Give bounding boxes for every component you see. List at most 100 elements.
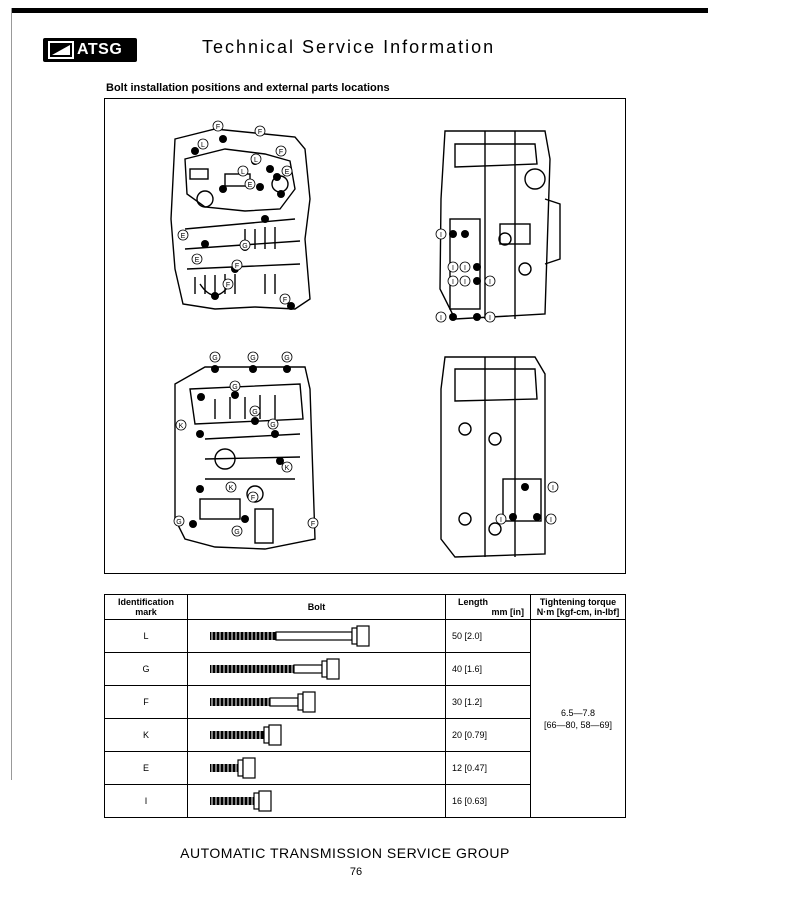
callout-label: I [440, 232, 442, 239]
table-row: L 50 [2.0] 6.5—7.8 [66—80, 58—69] [104, 619, 626, 818]
valve-body-diagram: F F L F L E L E E G E F F F I I I I I [104, 98, 626, 574]
lower-left-valve-body [174, 366, 316, 550]
torque-nm: 6.5—7.8 [560, 707, 596, 718]
callout-label: K [229, 485, 234, 492]
row-mark: K [104, 718, 188, 752]
callout-label: K [285, 465, 290, 472]
callout-labels: F F L F L E L E E G E F F F I I I I I [173, 120, 559, 537]
left-margin-rule [11, 8, 12, 780]
footer-title: AUTOMATIC TRANSMISSION SERVICE GROUP [180, 845, 510, 861]
table-row: K 20 [0.79] [104, 718, 626, 752]
callout-label: F [283, 297, 287, 304]
callout-label: G [232, 384, 237, 391]
callout-group-right-bottom: I I I [495, 481, 559, 525]
upper-right-valve-body [439, 130, 561, 320]
header-id-line2: mark [135, 607, 157, 617]
valve-body-illustration: F F L F L E L E E G E F F F I I I I I [170, 120, 561, 558]
row-length: 30 [1.2] [445, 685, 531, 719]
callout-label: G [284, 355, 289, 362]
callout-label: F [311, 521, 315, 528]
callout-label: F [226, 282, 230, 289]
header-torque-line1: Tightening torque [539, 597, 617, 607]
callout-label: I [464, 265, 466, 272]
header-id-line1: Identification [118, 597, 174, 607]
torque-value-cell: 6.5—7.8 [66—80, 58—69] [530, 619, 626, 818]
bolt-drawing-cell [187, 751, 446, 785]
callout-label: E [285, 169, 290, 176]
callout-label: I [552, 485, 554, 492]
lower-right-valve-body [440, 356, 546, 558]
table-row: F 30 [1.2] [104, 685, 626, 719]
bolt-g-icon [210, 658, 340, 680]
torque-kgf-inlbf: [66—80, 58—69] [543, 719, 613, 730]
bolt-spec-table: Identification mark Bolt Length mm [in] … [104, 594, 626, 818]
callout-label: F [235, 263, 239, 270]
table-row: I 16 [0.63] [104, 784, 626, 818]
callout-label: G [242, 243, 247, 250]
callout-label: L [201, 142, 205, 149]
bolt-markers [189, 135, 541, 528]
callout-label: G [250, 355, 255, 362]
callout-label: G [270, 422, 275, 429]
page-number: 76 [349, 866, 363, 878]
table-row: G 40 [1.6] [104, 652, 626, 686]
table-header-row: Identification mark Bolt Length mm [in] … [104, 594, 626, 620]
header-length-line2: mm [in] [491, 607, 525, 617]
bolt-drawing-cell [187, 619, 446, 653]
header-bolt: Bolt [187, 594, 446, 620]
callout-label: I [489, 315, 491, 322]
row-mark: G [104, 652, 188, 686]
callout-label: K [179, 423, 184, 430]
row-length: 20 [0.79] [445, 718, 531, 752]
callout-label: F [258, 129, 262, 136]
atsg-logo: ATSG [43, 38, 137, 62]
callout-label: F [279, 149, 283, 156]
callout-label: L [254, 157, 258, 164]
header-length: Length mm [in] [445, 594, 531, 620]
callout-label: E [248, 182, 253, 189]
bolt-drawing-cell [187, 652, 446, 686]
bolt-f-icon [210, 691, 316, 713]
callout-label: G [176, 519, 181, 526]
bolt-drawing-cell [187, 784, 446, 818]
bolt-i-icon [210, 790, 272, 812]
row-length: 40 [1.6] [445, 652, 531, 686]
row-length: 16 [0.63] [445, 784, 531, 818]
callout-group-left-bottom: G G G G G K G K K F G G F [173, 351, 319, 537]
top-rule [12, 8, 708, 13]
callout-label: I [489, 279, 491, 286]
row-mark: F [104, 685, 188, 719]
section-title: Bolt installation positions and external… [106, 82, 390, 94]
logo-text: ATSG [77, 41, 123, 58]
row-mark: E [104, 751, 188, 785]
callout-label: E [195, 257, 200, 264]
page-header-title: Technical Service Information [202, 37, 496, 57]
callout-label: I [440, 315, 442, 322]
bolt-drawing-cell [187, 685, 446, 719]
header-tightening-torque: Tightening torque N·m [kgf-cm, in-lbf] [530, 594, 626, 620]
upper-left-valve-body [170, 128, 311, 310]
callout-label: I [550, 517, 552, 524]
callout-label: E [181, 233, 186, 240]
row-length: 12 [0.47] [445, 751, 531, 785]
row-mark: I [104, 784, 188, 818]
logo-emblem-icon [48, 41, 74, 59]
callout-label: G [252, 409, 257, 416]
callout-label: F [251, 495, 255, 502]
callout-label: G [234, 529, 239, 536]
callout-label: I [500, 517, 502, 524]
header-length-line1: Length [458, 597, 488, 607]
callout-label: F [216, 124, 220, 131]
bolt-drawing-cell [187, 718, 446, 752]
callout-group-right-top: I I I I I I I I [435, 228, 496, 323]
row-length: 50 [2.0] [445, 619, 531, 653]
callout-label: G [212, 355, 217, 362]
bolt-l-icon [210, 625, 370, 647]
row-mark: L [104, 619, 188, 653]
bolt-e-icon [210, 757, 256, 779]
callout-label: I [464, 279, 466, 286]
callout-label: I [452, 265, 454, 272]
callout-group-left-top: F F L F L E L E E G E F F F [177, 120, 293, 305]
header-torque-line2: N·m [kgf-cm, in-lbf] [536, 607, 620, 617]
bolt-k-icon [210, 724, 282, 746]
